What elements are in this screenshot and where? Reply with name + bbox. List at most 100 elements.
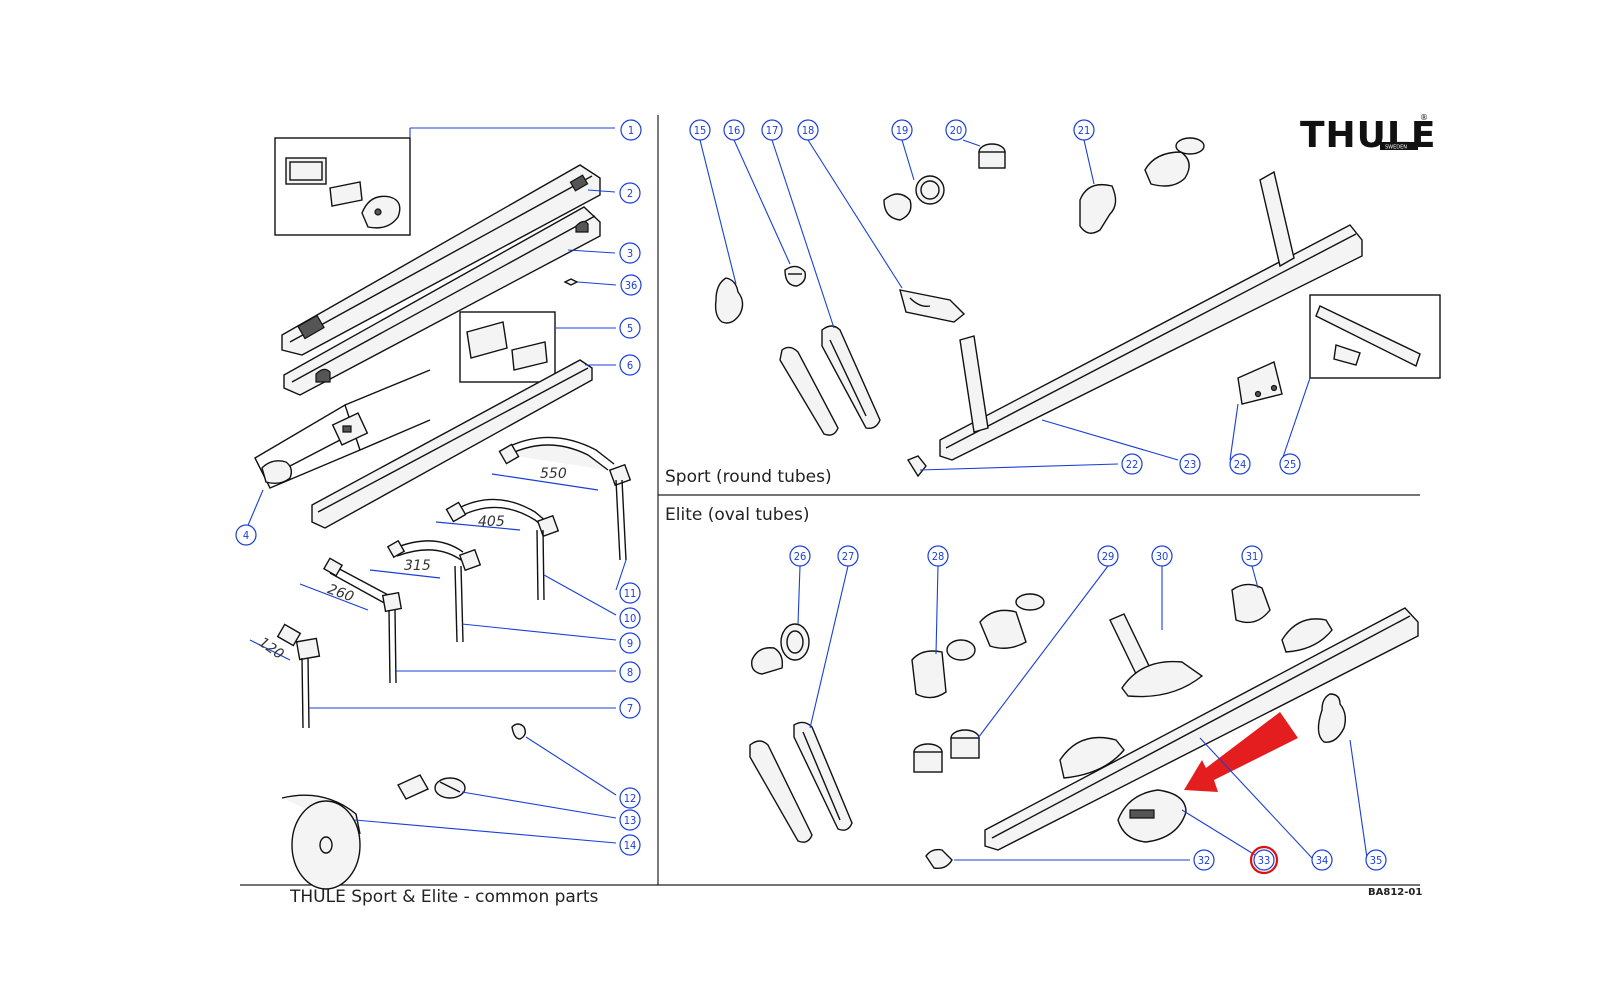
part-16-knob (784, 265, 807, 287)
part-5-cap (466, 321, 508, 359)
callout-circle (1179, 453, 1201, 475)
callout-13: 13 (619, 809, 641, 831)
part-5-kit-box (459, 311, 556, 383)
callout-15: 15 (689, 119, 711, 141)
callout-label: 15 (694, 124, 707, 137)
callout-circle (620, 274, 642, 296)
callout-circle (723, 119, 745, 141)
callout-label: 3 (627, 247, 633, 260)
callout-label: 4 (243, 529, 249, 542)
callout-1: 1 (620, 119, 642, 141)
callout-circle (1151, 545, 1173, 567)
callout-23: 23 (1179, 453, 1201, 475)
part-35-clamp (1317, 693, 1347, 743)
part-13-strap-end (434, 777, 466, 799)
callout-circle (891, 119, 913, 141)
callout-circle (619, 182, 641, 204)
callout-5: 5 (619, 317, 641, 339)
callout-label: 11 (624, 587, 637, 600)
part-4-knob (261, 460, 293, 485)
elite-parts-drawings (749, 583, 1419, 870)
callout-circle (1365, 849, 1387, 871)
callout-circle (619, 809, 641, 831)
callout-circle (797, 119, 819, 141)
callout-circle (619, 317, 641, 339)
part-23-strap-left (959, 335, 989, 433)
dimension-405: 405 (478, 514, 505, 530)
part-6-profile (311, 359, 593, 529)
callout-25: 25 (1279, 453, 1301, 475)
callout-20: 20 (945, 119, 967, 141)
callout-33: 33 (1253, 849, 1275, 871)
part-13-buckle (397, 774, 429, 800)
part-23-strap-right (1259, 170, 1295, 268)
callout-35: 35 (1365, 849, 1387, 871)
dimension-550: 550 (540, 466, 567, 482)
callout-label: 19 (896, 124, 909, 137)
callout-11: 11 (619, 582, 641, 604)
document-code: BA812-01 (1368, 887, 1422, 898)
callout-label: 34 (1316, 854, 1329, 867)
part-3-bar (283, 206, 601, 396)
callout-label: 18 (802, 124, 815, 137)
callout-circle (1241, 545, 1263, 567)
callout-12: 12 (619, 787, 641, 809)
callout-circle (927, 545, 949, 567)
part-25-strap (1315, 305, 1421, 367)
callout-circle (945, 119, 967, 141)
thule-logo: THULE SWEDEN ® (1300, 113, 1435, 156)
highlight-ring (1249, 845, 1279, 875)
callout-label: 17 (766, 124, 779, 137)
callout-circle (619, 661, 641, 683)
callout-circle (620, 119, 642, 141)
callout-circle (837, 545, 859, 567)
callout-circle (1229, 453, 1251, 475)
callout-label: 30 (1156, 550, 1169, 563)
callout-label: 2 (627, 187, 633, 200)
common-parts-drawings (254, 137, 632, 890)
callout-label: 7 (627, 702, 633, 715)
part-18-clip (899, 289, 966, 323)
part-26-wheel (780, 623, 810, 661)
callout-4: 4 (235, 524, 257, 546)
callout-17: 17 (761, 119, 783, 141)
callout-label: 28 (932, 550, 945, 563)
dimension-annotations: 550 405 315 260 120 (249, 466, 599, 663)
part-27-arm (793, 721, 853, 831)
callout-label: 29 (1102, 550, 1115, 563)
callout-6: 6 (619, 354, 641, 376)
callout-14: 14 (619, 834, 641, 856)
common-section-label: THULE Sport & Elite - common parts (289, 887, 598, 907)
callout-circle (619, 242, 641, 264)
callout-27: 27 (837, 545, 859, 567)
callout-label: 16 (728, 124, 741, 137)
callout-label: 8 (627, 666, 633, 679)
callout-label: 6 (627, 359, 633, 372)
leader-lines (245, 127, 1368, 861)
callout-label: 31 (1246, 550, 1259, 563)
callout-21: 21 (1073, 119, 1095, 141)
callout-36: 36 (620, 274, 642, 296)
part-15-clamp (714, 277, 744, 324)
callout-circle (619, 697, 641, 719)
part-21-mount (1079, 183, 1117, 234)
part-27-cover (749, 740, 813, 843)
callout-26: 26 (789, 545, 811, 567)
logo-subtext: SWEDEN (1385, 145, 1407, 151)
part-36-screw (563, 278, 579, 286)
part-2-bar (281, 164, 601, 356)
callout-label: 12 (624, 792, 637, 805)
callout-circle (619, 354, 641, 376)
callout-circle (619, 787, 641, 809)
callout-label: 5 (627, 322, 633, 335)
callout-label: 25 (1284, 458, 1297, 471)
callout-30: 30 (1151, 545, 1173, 567)
part-24-bracket (1237, 361, 1283, 405)
part-26-holder (751, 647, 784, 675)
dimension-315: 315 (404, 558, 431, 574)
callout-label: 1 (628, 124, 634, 137)
callout-label: 10 (624, 612, 637, 625)
callout-label: 24 (1234, 458, 1247, 471)
